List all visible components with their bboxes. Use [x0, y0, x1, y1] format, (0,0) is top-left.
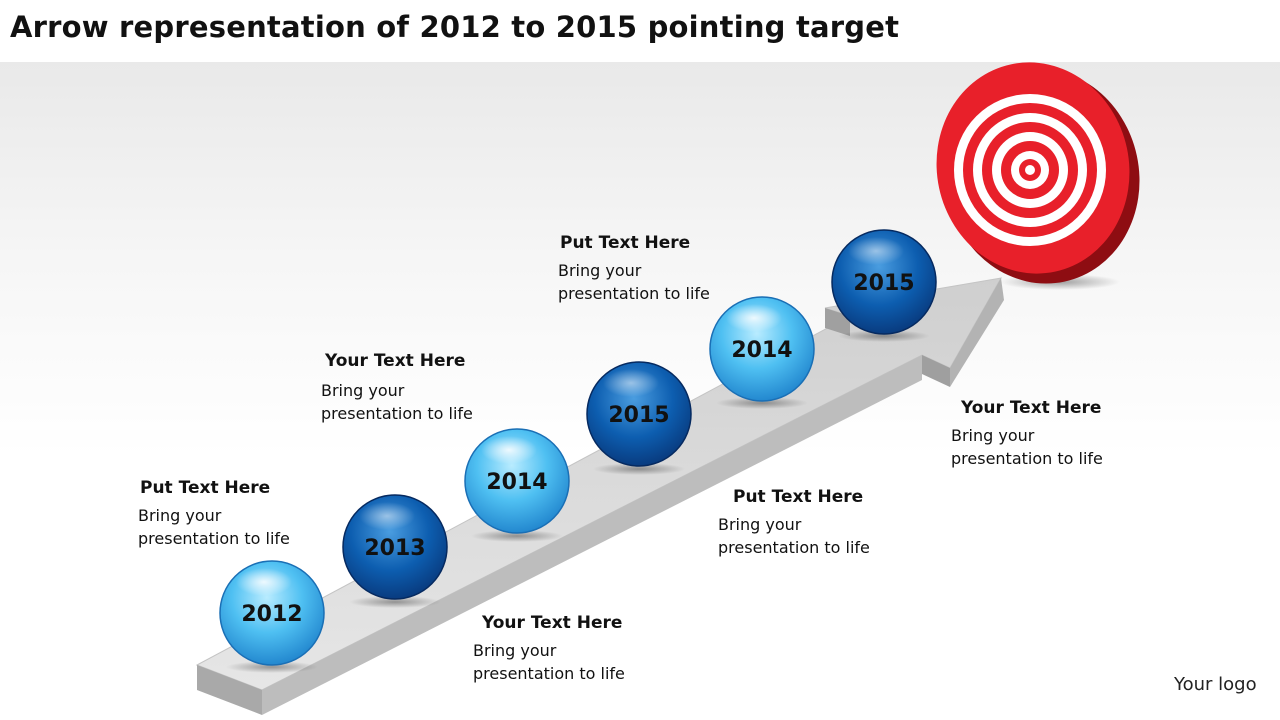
text-box-heading: Put Text Here [560, 233, 691, 253]
text-box-body: Bring your presentation to life [321, 381, 473, 423]
sphere-2012-a: 2012 [219, 560, 325, 673]
text-box-heading: Put Text Here [140, 478, 271, 498]
text-box-body: Bring your presentation to life [473, 641, 625, 683]
text-box-5: Put Text Here Bring your presentation to… [718, 487, 888, 559]
arrow-head-right-side [950, 278, 1004, 387]
text-box-heading: Your Text Here [961, 398, 1102, 418]
arrow-head-lower-side [922, 355, 950, 387]
sphere-year-label: 2014 [486, 470, 547, 495]
text-box-body: Bring your presentation to life [951, 426, 1103, 468]
text-box-body: Bring your presentation to life [138, 506, 290, 548]
sphere-year-label: 2012 [241, 602, 302, 627]
text-box-4: Put Text Here Bring your presentation to… [558, 233, 728, 305]
sphere-2015-a: 2015 [586, 361, 692, 475]
text-box-heading: Put Text Here [733, 487, 864, 507]
text-box-3: Your Text Here Bring your presentation t… [473, 613, 643, 685]
sphere-2013-a: 2013 [342, 494, 448, 608]
sphere-year-label: 2015 [608, 403, 669, 428]
sphere-year-label: 2013 [364, 536, 425, 561]
sphere-2014-b: 2014 [709, 296, 815, 409]
sphere-2015-b: 2015 [831, 229, 937, 342]
text-box-heading: Your Text Here [482, 613, 623, 633]
slide-title: Arrow representation of 2012 to 2015 poi… [10, 10, 900, 44]
arrow-bottom-face [262, 355, 922, 715]
target-icon [936, 62, 1140, 290]
text-box-body: Bring your presentation to life [718, 515, 870, 557]
text-box-6: Your Text Here Bring your presentation t… [951, 398, 1121, 470]
text-box-body: Bring your presentation to life [558, 261, 710, 303]
logo-placeholder: Your logo [1174, 674, 1257, 695]
sphere-2014-a: 2014 [464, 428, 570, 542]
text-box-2: Your Text Here Bring your presentation t… [321, 351, 491, 425]
sphere-year-label: 2015 [853, 271, 914, 296]
arrow-front-face [197, 665, 262, 715]
text-box-heading: Your Text Here [325, 351, 466, 371]
sphere-year-label: 2014 [731, 338, 792, 363]
text-box-1: Put Text Here Bring your presentation to… [138, 478, 308, 550]
